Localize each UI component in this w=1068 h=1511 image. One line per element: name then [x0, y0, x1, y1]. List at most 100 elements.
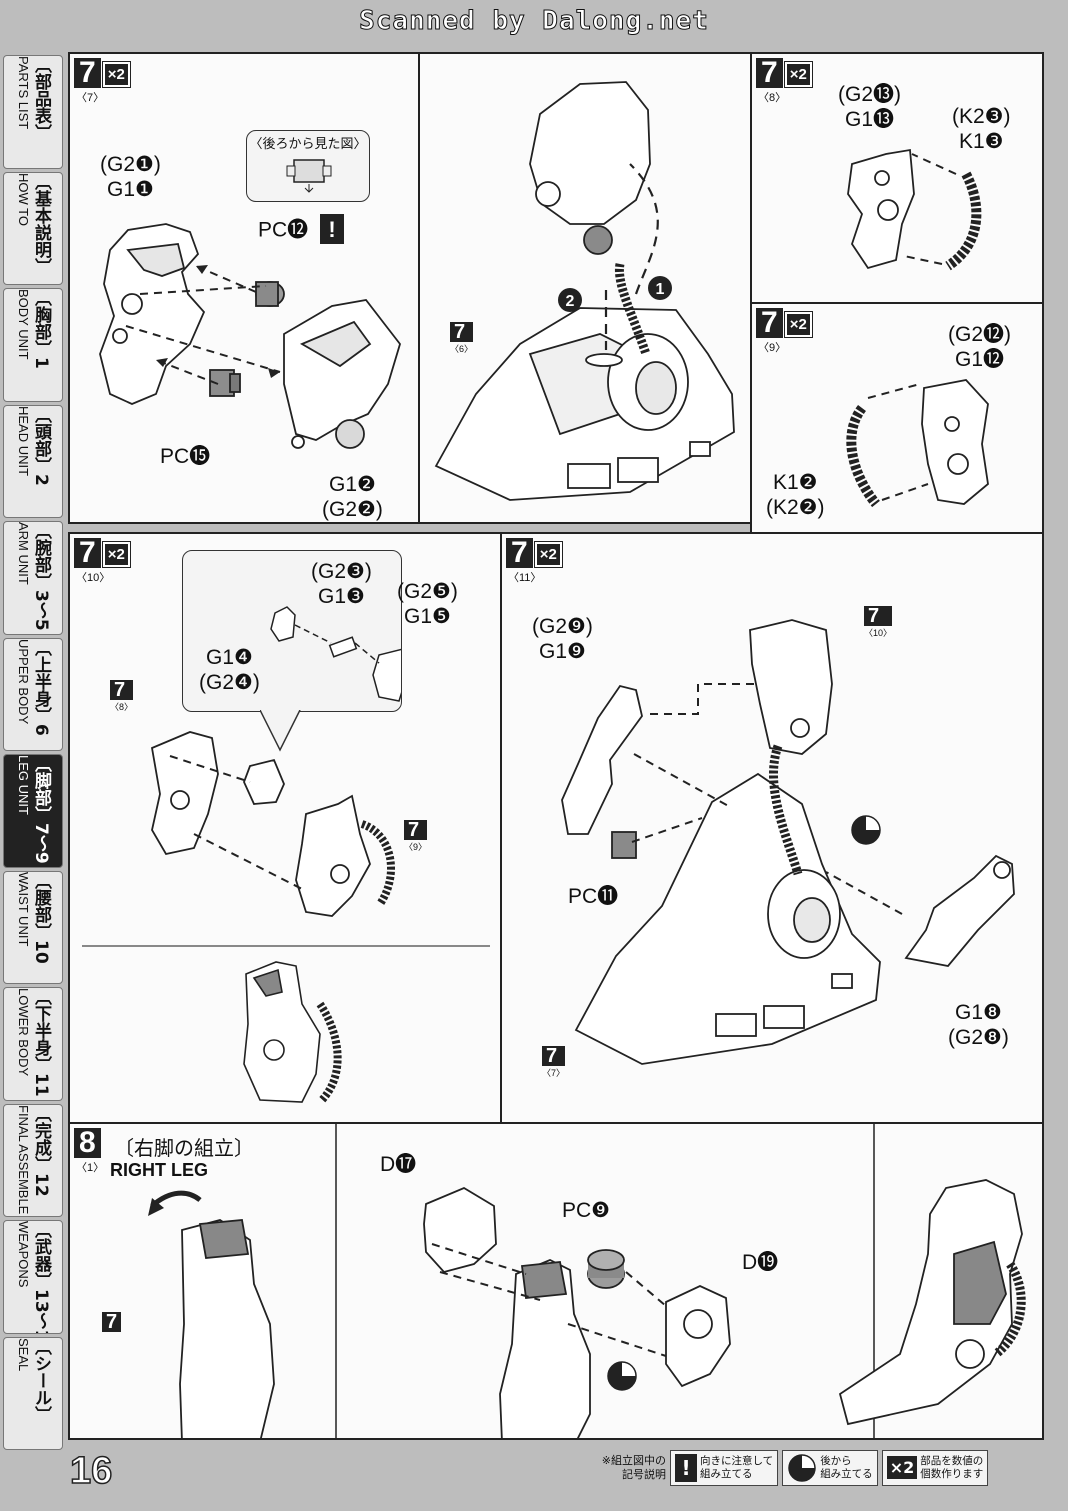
panel-step-8-1: 8 〈1〉 〔右脚の組立〕 RIGHT LEG 7 D⓱ PC❾ D⓳: [68, 1122, 1044, 1440]
nav-tab-en-label: PARTS LIST: [16, 56, 31, 130]
section-tabs: PARTS LIST〔部品表〕HOW TO〔基本説明〕BODY UNIT〔胸部〕…: [3, 55, 63, 1450]
rear-view-part-drawing: [286, 159, 332, 193]
nav-tab-jp-label: 〔腰部〕10: [31, 871, 51, 964]
panel-step-7-6: 7 〈6〉: [418, 52, 752, 524]
nav-tab[interactable]: SEAL〔シール〕: [3, 1336, 63, 1450]
label-pc11: PC⓫: [568, 885, 619, 908]
nav-tab-en-label: ARM UNIT: [16, 522, 31, 585]
label-d19: D⓳: [742, 1251, 779, 1274]
nav-tab-en-label: SEAL: [16, 1337, 31, 1371]
step-header: 7 ×2 〈7〉: [74, 58, 131, 104]
panel-step-7-7: 7 ×2 〈7〉 〈後ろから見た図〉 (G2❶)G1❶ PC⓬ ! PC⓯ G1…: [68, 52, 420, 524]
panel-step-7-8: 7 ×2 〈8〉 (G2⓭)G1⓭ (K2❸)K1❸: [750, 52, 1044, 304]
rear-view-callout: 〈後ろから見た図〉: [246, 130, 370, 202]
step-7-11-drawing: [561, 619, 1015, 1065]
multiplier-badge: ×2: [783, 61, 813, 88]
nav-tab[interactable]: HOW TO〔基本説明〕: [3, 171, 63, 285]
scanner-credit: Scanned by Dalong.net: [359, 6, 709, 37]
caution-icon: !: [675, 1453, 697, 1482]
step-header: 7 ×2 〈9〉: [756, 308, 813, 354]
nav-tab-jp-label: 〔基本説明〕: [31, 172, 51, 275]
nav-tab-jp-label: 〔腕部〕3〜5: [31, 522, 51, 631]
mini-step-7-9: 7〈9〉: [404, 819, 428, 852]
step-number: 7: [506, 538, 533, 568]
step-header: 7 ×2 〈10〉: [74, 538, 131, 584]
legend-item-multiply: ×2 部品を数値の個数作ります: [881, 1449, 989, 1486]
arrow-step-2: 2: [566, 293, 575, 310]
detail-drawing: [270, 606, 401, 702]
label-g1-2: G1❷(G2❷): [322, 473, 383, 521]
step-7-7-drawing: [99, 223, 401, 449]
step-sub: 〈7〉: [76, 92, 105, 104]
arrow-step-1: 1: [656, 281, 665, 298]
mini-step-7-7: 7〈7〉: [542, 1045, 566, 1078]
nav-tab-en-label: WEAPONS: [16, 1221, 31, 1288]
nav-tab[interactable]: HEAD UNIT〔頭部〕2: [3, 404, 63, 518]
nav-tab[interactable]: BODY UNIT〔胸部〕1: [3, 288, 63, 402]
assemble-later-icon: [788, 1453, 816, 1482]
foot-base-drawing: 21: [434, 81, 735, 501]
label-g1-13: (G2⓭)G1⓭: [838, 83, 901, 131]
nav-tab[interactable]: ARM UNIT〔腕部〕3〜5: [3, 521, 63, 635]
nav-tab-jp-label: 〔部品表〕: [31, 56, 51, 141]
nav-tab-jp-label: 〔頭部〕2: [31, 405, 51, 486]
step-sub: 〈10〉: [76, 572, 111, 584]
mini-step-7: 7: [102, 1312, 122, 1332]
label-pc15: PC⓯: [160, 445, 211, 468]
step-sub: 〈11〉: [508, 572, 542, 584]
nav-tab-jp-label: 〔上半身〕6: [31, 638, 51, 736]
step-number: 8: [74, 1128, 101, 1158]
nav-tab-en-label: FINAL ASSEMBLE: [16, 1104, 31, 1214]
label-g1-8: G1❽(G2❽): [948, 1001, 1009, 1049]
step-header: 7 ×2 〈11〉: [506, 538, 563, 584]
legend-item-later: 後から組み立てる: [782, 1449, 878, 1486]
step-8-1-drawing: [148, 1124, 1026, 1438]
nav-tab-en-label: BODY UNIT: [16, 289, 31, 360]
legend-caption: ※組立図中の記号説明: [601, 1453, 666, 1481]
nav-tab-jp-label: 〔下半身〕11: [31, 988, 51, 1097]
nav-tab[interactable]: UPPER BODY〔上半身〕6: [3, 637, 63, 751]
nav-tab-en-label: WAIST UNIT: [16, 871, 31, 946]
detail-callout: (G2❸)G1❸ (G2❺)G1❺ G1❹(G2❹): [182, 550, 458, 712]
multiplier-badge: ×2: [533, 541, 563, 568]
rear-view-caption: 〈後ろから見た図〉: [249, 137, 367, 152]
nav-tab-jp-label: 〔完成〕12: [31, 1104, 51, 1197]
nav-tab-jp-label: 〔胸部〕1: [31, 289, 51, 369]
label-g1-5: (G2❺)G1❺: [397, 580, 458, 628]
nav-tab-en-label: LEG UNIT: [16, 755, 31, 815]
callout-pointer: [260, 710, 301, 752]
multiplier-badge: ×2: [101, 61, 131, 88]
step-number: 7: [756, 308, 783, 338]
nav-tab[interactable]: FINAL ASSEMBLE〔完成〕12: [3, 1103, 63, 1217]
nav-tab[interactable]: WAIST UNIT〔腰部〕10: [3, 870, 63, 984]
label-g1-9: (G2❾)G1❾: [532, 615, 593, 663]
nav-tab[interactable]: LOWER BODY〔下半身〕11: [3, 987, 63, 1101]
mini-step-7-8: 7〈8〉: [110, 679, 134, 712]
label-d17: D⓱: [380, 1153, 417, 1176]
nav-tab[interactable]: LEG UNIT〔脚部〕7〜9: [3, 754, 63, 868]
step-7-9-drawing: [846, 379, 989, 508]
panel-step-7-11: 7 ×2 〈11〉 (G2❾)G1❾ PC⓫ G1❽(G2❽) 7〈10〉 7〈…: [500, 532, 1044, 1124]
label-k1-2: K1❷(K2❷): [766, 471, 825, 519]
nav-tab-en-label: HEAD UNIT: [16, 405, 31, 476]
step-title-en: RIGHT LEG: [110, 1160, 208, 1180]
label-pc9: PC❾: [562, 1199, 610, 1222]
step-sub: 〈1〉: [76, 1162, 105, 1174]
step-header: 8 〈1〉: [74, 1128, 104, 1174]
step-number: 7: [74, 58, 101, 88]
nav-tab[interactable]: PARTS LIST〔部品表〕: [3, 55, 63, 169]
step-7-8-drawing: [847, 148, 982, 271]
nav-tab-en-label: UPPER BODY: [16, 638, 31, 724]
label-g1-1: (G2❶)G1❶: [100, 153, 161, 201]
legend-item-caution: ! 向きに注意して組み立てる: [670, 1449, 779, 1486]
mini-step-7-10: 7〈10〉: [864, 605, 893, 638]
nav-tab-en-label: LOWER BODY: [16, 988, 31, 1077]
panel-step-7-10: 7 ×2 〈10〉 (G2❸)G1❸ (G2❺)G1❺ G1❹(G2❹): [68, 532, 502, 1124]
nav-tab[interactable]: WEAPONS〔武器〕13〜15: [3, 1220, 63, 1334]
label-g1-12: (G2⓬)G1⓬: [948, 323, 1011, 371]
label-g1-3: (G2❸)G1❸: [311, 560, 372, 608]
step-sub: 〈8〉: [758, 92, 787, 104]
page-number: 16: [69, 1449, 113, 1493]
multiplier-badge: ×2: [101, 541, 131, 568]
